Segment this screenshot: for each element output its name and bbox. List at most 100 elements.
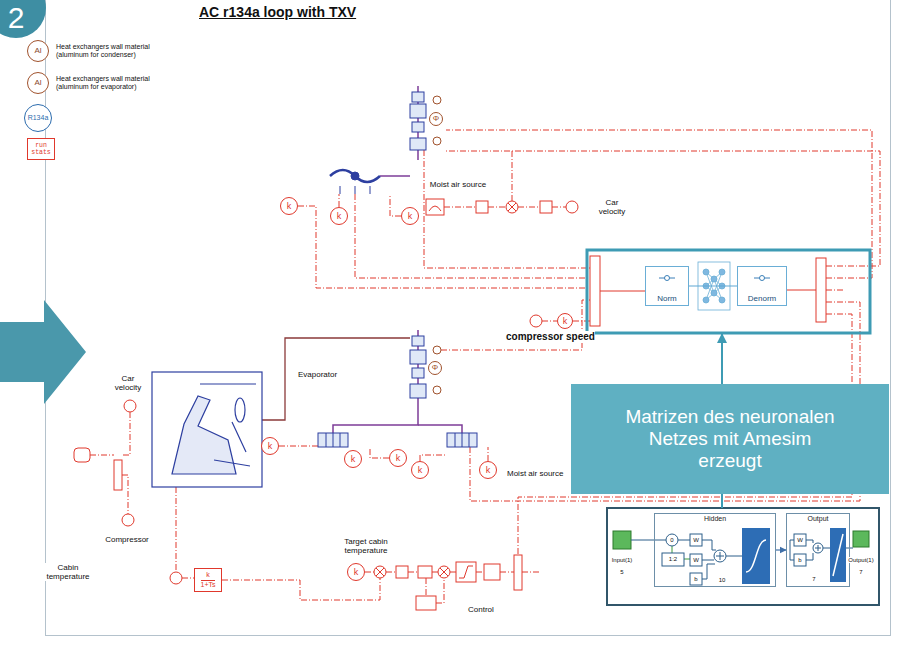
gain-block: k — [401, 207, 419, 225]
neural-net-icon — [703, 269, 709, 275]
neural-net-icon — [703, 297, 709, 303]
gain-block: k — [344, 450, 362, 468]
signal-wire — [122, 475, 128, 514]
fan-symbol — [330, 170, 380, 194]
block-symbol: b — [694, 576, 697, 583]
signal-block — [514, 555, 522, 590]
signal-block — [74, 448, 90, 462]
inset-figure — [666, 534, 678, 546]
hidden-layer-box: Hidden — [654, 513, 776, 587]
node-text: Hidden — [704, 515, 726, 523]
dimension-number: 7 — [859, 569, 862, 576]
block-symbol: W — [693, 537, 699, 544]
inset-figure — [813, 543, 823, 553]
port-symbol — [433, 96, 441, 104]
port-symbol — [433, 346, 441, 354]
neural-net-icon — [711, 290, 717, 296]
cabin-illustration — [235, 398, 245, 422]
signal-wire — [122, 412, 130, 455]
node-text: 1+Ts — [201, 580, 216, 589]
signal-block — [122, 514, 134, 526]
signal-wire — [426, 578, 427, 596]
heat-exchanger-symbol — [326, 433, 469, 447]
slide-frame — [46, 0, 891, 636]
transfer-function-block: k1+Ts — [194, 568, 222, 592]
refrigerant-pipe — [418, 425, 462, 433]
node-text: Al — [34, 78, 41, 87]
node-text: run stats — [30, 142, 52, 157]
signal-wire — [522, 572, 540, 573]
signal-wire — [90, 130, 880, 603]
gain-block: k — [557, 313, 573, 329]
nn-frame — [587, 250, 870, 333]
inset-figure — [794, 554, 806, 566]
node-text: k — [268, 441, 273, 451]
signal-wire — [176, 487, 177, 572]
diagram-title: AC r134a loop with TXV — [199, 4, 356, 20]
signal-wire — [390, 194, 401, 216]
signal-wire — [408, 572, 418, 573]
node-text: k — [396, 453, 401, 463]
signal-wire — [444, 207, 476, 208]
inset-figure — [830, 528, 846, 582]
signal-wire — [512, 151, 513, 201]
dimension-number: 7 — [812, 576, 815, 583]
nn-wire — [600, 291, 645, 292]
gain-block: k — [347, 563, 365, 581]
inset-figure — [833, 534, 843, 576]
node-text: k — [337, 211, 342, 221]
heat-exchanger-symbol — [410, 104, 426, 118]
inset-figure — [607, 508, 879, 605]
inset-figure — [853, 531, 869, 547]
step-badge: 2 — [0, 0, 46, 38]
fluid-icon: R134a — [24, 104, 52, 132]
component-label: Compressor — [105, 535, 149, 544]
refrigerant-pipe — [380, 175, 410, 177]
inset-figure — [690, 534, 702, 546]
node-text: 2 — [8, 1, 25, 36]
node-text: R134a — [28, 114, 49, 122]
port-label: Input(1) — [612, 557, 633, 564]
signal-wire — [298, 206, 590, 288]
fan-symbol — [330, 170, 380, 182]
inset-figure — [714, 550, 726, 562]
signal-wire — [432, 572, 438, 573]
signal-block — [418, 566, 432, 578]
group-label: Control — [468, 605, 494, 614]
signal-block — [396, 566, 408, 578]
signal-wire — [436, 578, 444, 603]
port-symbol — [433, 137, 441, 145]
gain-block: k — [479, 461, 497, 479]
node-text: Al — [34, 46, 41, 55]
signal-wire — [420, 455, 447, 461]
node-text: k — [418, 465, 423, 475]
gain-block: k — [389, 449, 407, 467]
sensor-port: Φ — [429, 112, 443, 126]
signal-block — [456, 562, 476, 582]
signal-block — [124, 400, 136, 412]
signal-wire — [518, 207, 540, 208]
signal-wire — [446, 130, 872, 278]
fan-symbol — [340, 186, 370, 194]
component-label: Moist air source — [507, 469, 563, 478]
inset-figure — [815, 545, 821, 551]
signal-block — [426, 199, 444, 215]
signal-block — [114, 460, 122, 490]
signal-block — [170, 572, 182, 584]
signal-wire — [386, 572, 396, 573]
heat-exchanger-symbol — [412, 92, 424, 102]
heat-exchanger-symbol — [410, 138, 426, 150]
refrigerant-pipe — [333, 330, 418, 433]
signal-block — [590, 256, 600, 326]
signal-block — [429, 206, 441, 211]
component-label: Moist air source — [430, 180, 486, 189]
signal-wire — [370, 447, 389, 458]
gain-block: k — [280, 197, 298, 215]
refrigerant-pipe — [333, 86, 462, 433]
norm-symbol — [665, 276, 670, 281]
slide-frame — [46, 0, 891, 636]
